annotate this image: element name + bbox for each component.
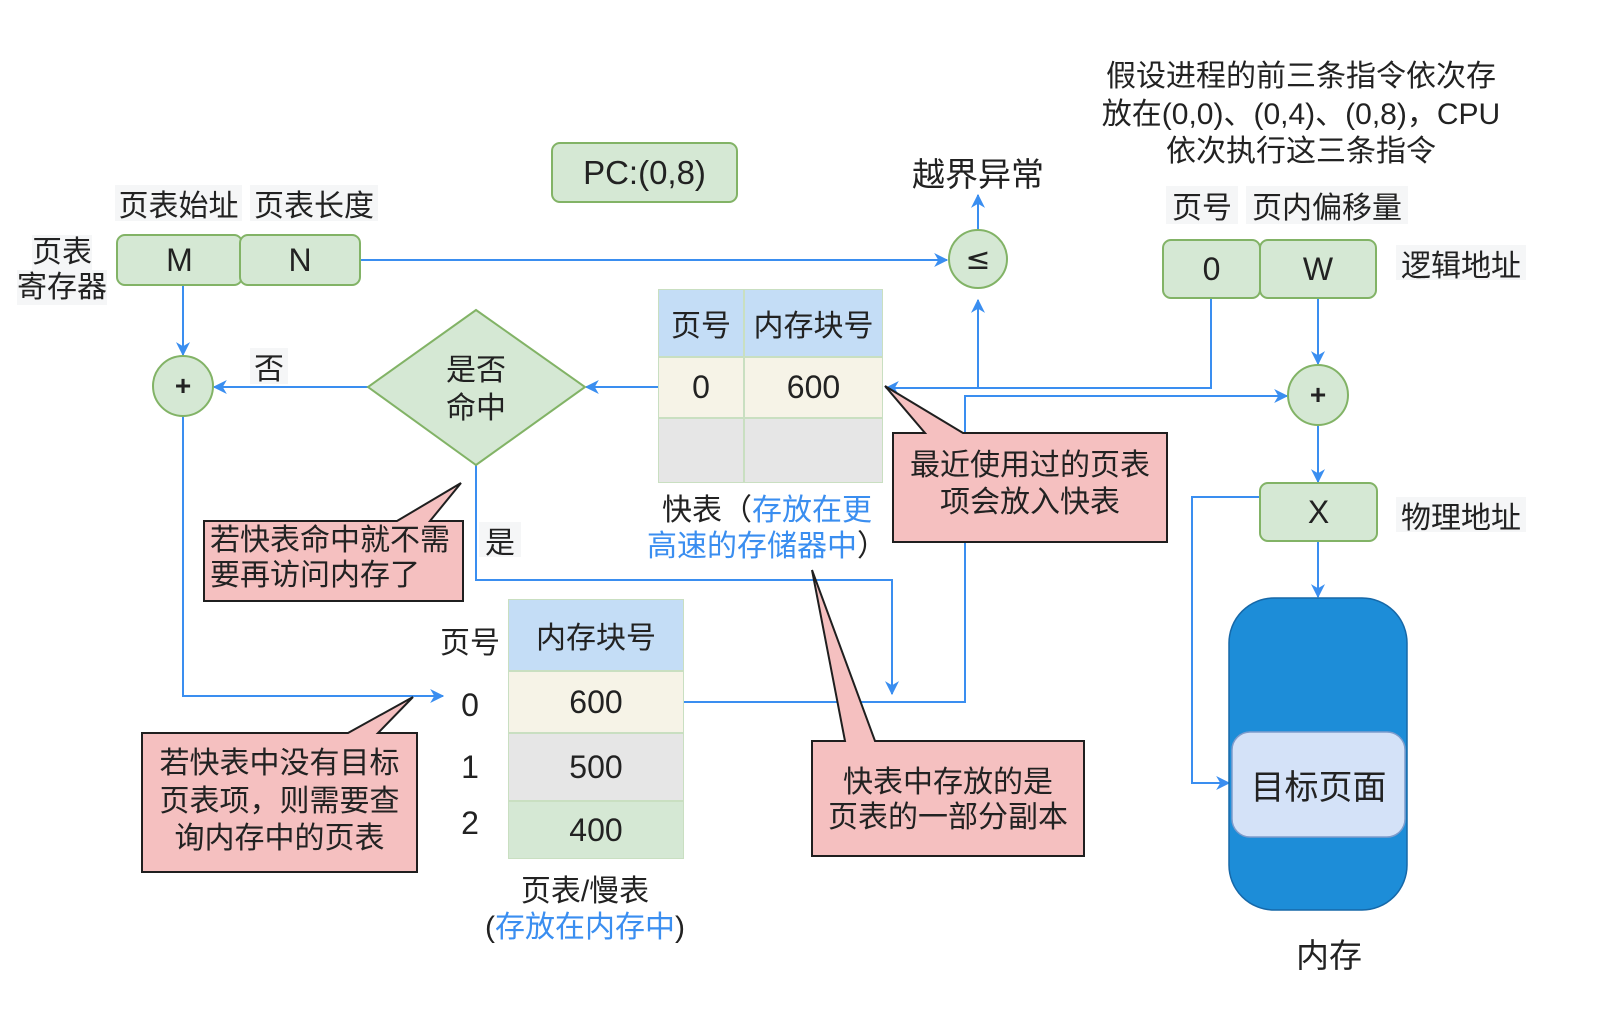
callout-line: 询内存中的页表 — [174, 822, 385, 855]
tlb-caption-line: 高速的存储器中） — [637, 529, 897, 565]
tlb-caption-suffix: ） — [857, 530, 887, 563]
logical-page-number-label: 页号 — [1166, 186, 1238, 225]
callout-line: 页表项，则需要查 — [159, 784, 400, 818]
page-table-caption-title: 页表/慢表 — [520, 875, 650, 908]
page-table: 内存块号 600 500 400 — [508, 599, 684, 859]
physical-address-value: X — [1307, 493, 1330, 530]
tlb-caption-line: 快表（存放在更 — [637, 493, 897, 529]
memory-label: 内存 — [1296, 937, 1362, 974]
tlb-cell-page: 0 — [658, 357, 744, 418]
page-table-frame-cell: 600 — [508, 671, 684, 733]
callout-tlb-copy-shape — [811, 569, 1085, 857]
callout-recent-entries: 最近使用过的页表 项会放入快表 — [893, 447, 1167, 521]
hit-decision-diamond — [366, 308, 587, 467]
bounds-check-node — [948, 229, 1008, 289]
register-length-box — [239, 234, 361, 286]
target-page-label: 目标页面 — [1250, 769, 1387, 807]
physical-address-label: 物理地址 — [1396, 497, 1526, 535]
logical-address-label: 逻辑地址 — [1396, 245, 1526, 283]
arrow-decision-yes-to-frame — [475, 465, 899, 696]
less-equal-icon: ≤ — [965, 241, 991, 277]
callout-line: 若快表命中就不需 — [210, 524, 450, 557]
scenario-note: 假设进程的前三条指令依次存 放在(0,0)、(0,4)、(0,8)，CPU 依次… — [1041, 58, 1561, 171]
callout-line: 要再访问内存了 — [210, 559, 420, 592]
page-table-page-number: 0 — [461, 686, 479, 723]
tlb-caption-highlight: 存放在更 — [752, 494, 872, 527]
arrow-physical-address-to-target-page — [1191, 496, 1260, 790]
hit-decision-label: 是否 命中 — [416, 352, 536, 428]
callout-line: 项会放入快表 — [940, 486, 1120, 519]
register-length-label: 页表长度 — [250, 185, 378, 223]
physical-address-box — [1259, 482, 1378, 542]
callout-tlb-miss-shape — [141, 696, 418, 873]
tlb-cell-frame: 600 — [744, 357, 883, 418]
page-table-caption-highlight: 存放在内存中 — [495, 911, 675, 944]
tlb-cell-frame — [744, 418, 883, 483]
logical-offset-label: 页内偏移量 — [1246, 186, 1408, 225]
page-table-page-header: 页号 — [440, 627, 500, 660]
register-start-label: 页表始址 — [115, 185, 242, 223]
pc-label: PC:(0,8) — [583, 153, 706, 191]
pc-box — [551, 142, 738, 203]
target-page-box — [1231, 731, 1406, 838]
scenario-note-line: 放在(0,0)、(0,4)、(0,8)，CPU — [1101, 97, 1501, 131]
hit-decision-line: 是否 — [446, 354, 506, 387]
scenario-note-line: 假设进程的前三条指令依次存 — [1106, 60, 1496, 93]
bounds-exception-label: 越界异常 — [912, 156, 1044, 193]
tlb-caption-highlight: 高速的存储器中 — [647, 530, 857, 563]
page-table-caption-open: ( — [485, 911, 495, 944]
register-start-value: M — [166, 241, 193, 278]
plus-icon: + — [1309, 379, 1327, 410]
page-table-page-number: 1 — [461, 748, 479, 785]
right-adder-node — [1287, 364, 1349, 426]
callout-recent-entries-shape — [884, 385, 1168, 543]
page-table-caption-line: (存放在内存中) — [470, 910, 700, 946]
tlb-cell-page — [658, 418, 744, 483]
logical-offset-box — [1259, 239, 1377, 299]
tlb-table: 页号 内存块号 0 600 — [658, 289, 883, 483]
callout-line: 最近使用过的页表 — [910, 449, 1150, 482]
scenario-note-line: 依次执行这三条指令 — [1166, 135, 1436, 168]
register-title-line: 寄存器 — [17, 270, 107, 305]
decision-yes-label: 是 — [479, 522, 521, 560]
arrow-page-number-to-tlb — [884, 298, 1212, 395]
decision-no-label: 否 — [250, 348, 288, 386]
page-table-caption-close: ) — [675, 911, 685, 944]
page-table-page-number: 2 — [461, 804, 479, 841]
callout-tlb-hit-shape — [203, 482, 464, 602]
callout-line: 若快表中没有目标 — [159, 747, 400, 780]
tlb-caption: 快表（存放在更 高速的存储器中） — [637, 493, 897, 565]
callout-line: 快表中存放的是 — [843, 766, 1053, 799]
tlb-header-frame: 内存块号 — [744, 289, 883, 357]
tlb-caption-prefix: 快表（ — [662, 494, 752, 527]
register-length-value: N — [288, 241, 312, 278]
callout-tlb-hit: 若快表命中就不需 要再访问内存了 — [210, 523, 460, 593]
page-table-frame-header: 内存块号 — [508, 599, 684, 671]
page-table-frame-cell: 400 — [508, 801, 684, 859]
callout-line: 页表的一部分副本 — [828, 801, 1068, 834]
arrow-page-table-frame-to-right-adder — [684, 389, 1289, 703]
callout-tlb-copy: 快表中存放的是 页表的一部分副本 — [812, 765, 1084, 835]
tlb-header-page: 页号 — [658, 289, 744, 357]
plus-icon: + — [174, 370, 192, 401]
register-title: 页表 寄存器 — [14, 235, 110, 305]
arrow-left-adder-to-page-table — [182, 416, 445, 703]
logical-page-number-value: 0 — [1202, 250, 1221, 287]
hit-decision-line: 命中 — [446, 392, 506, 425]
left-adder-node — [152, 355, 214, 417]
register-title-line: 页表 — [32, 235, 92, 270]
page-table-frame-cell: 500 — [508, 733, 684, 801]
logical-offset-value: W — [1302, 250, 1334, 287]
page-table-caption: 页表/慢表 (存放在内存中) — [470, 874, 700, 946]
callout-tlb-miss: 若快表中没有目标 页表项，则需要查 询内存中的页表 — [142, 745, 417, 858]
